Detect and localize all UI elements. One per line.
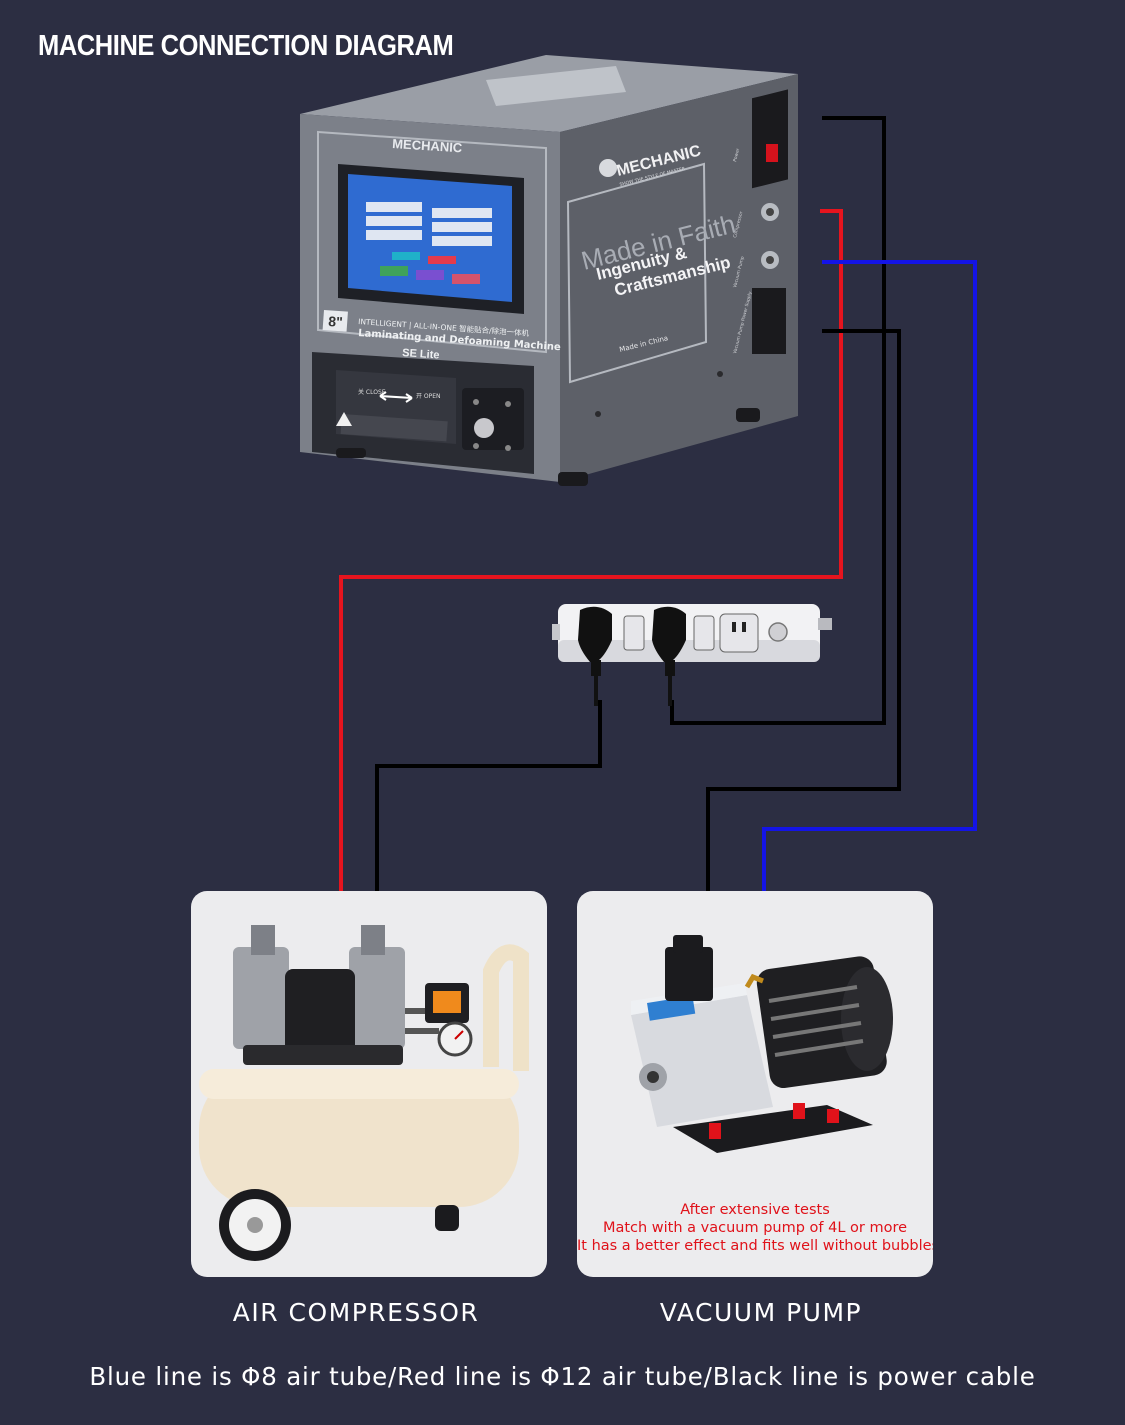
line-legend-note: Blue line is Φ8 air tube/Red line is Φ12… [0,1362,1125,1391]
power-strip [550,600,840,720]
air-compressor-card [191,891,547,1277]
vacuum-pump-note-line1: After extensive tests [577,1201,933,1219]
machine-size-badge: 8" [328,313,344,330]
vacuum-pump-note-line3: It has a better effect and fits well wit… [577,1237,933,1255]
laminating-machine: MECHANIC 8" INTELLIGENT | ALL-IN-ONE 智能贴… [296,52,806,492]
power-cable-compressor [377,700,600,891]
vacuum-pump-card: After extensive tests Match with a vacuu… [577,891,933,1277]
air-compressor-image [191,891,547,1277]
door-open-label: 开 OPEN [416,393,441,400]
air-compressor-caption: AIR COMPRESSOR [178,1298,534,1327]
vacuum-pump-note-line2: Match with a vacuum pump of 4L or more [577,1219,933,1237]
vacuum-pump-caption: VACUUM PUMP [583,1298,939,1327]
vacuum-pump-note: After extensive tests Match with a vacuu… [577,1201,933,1255]
